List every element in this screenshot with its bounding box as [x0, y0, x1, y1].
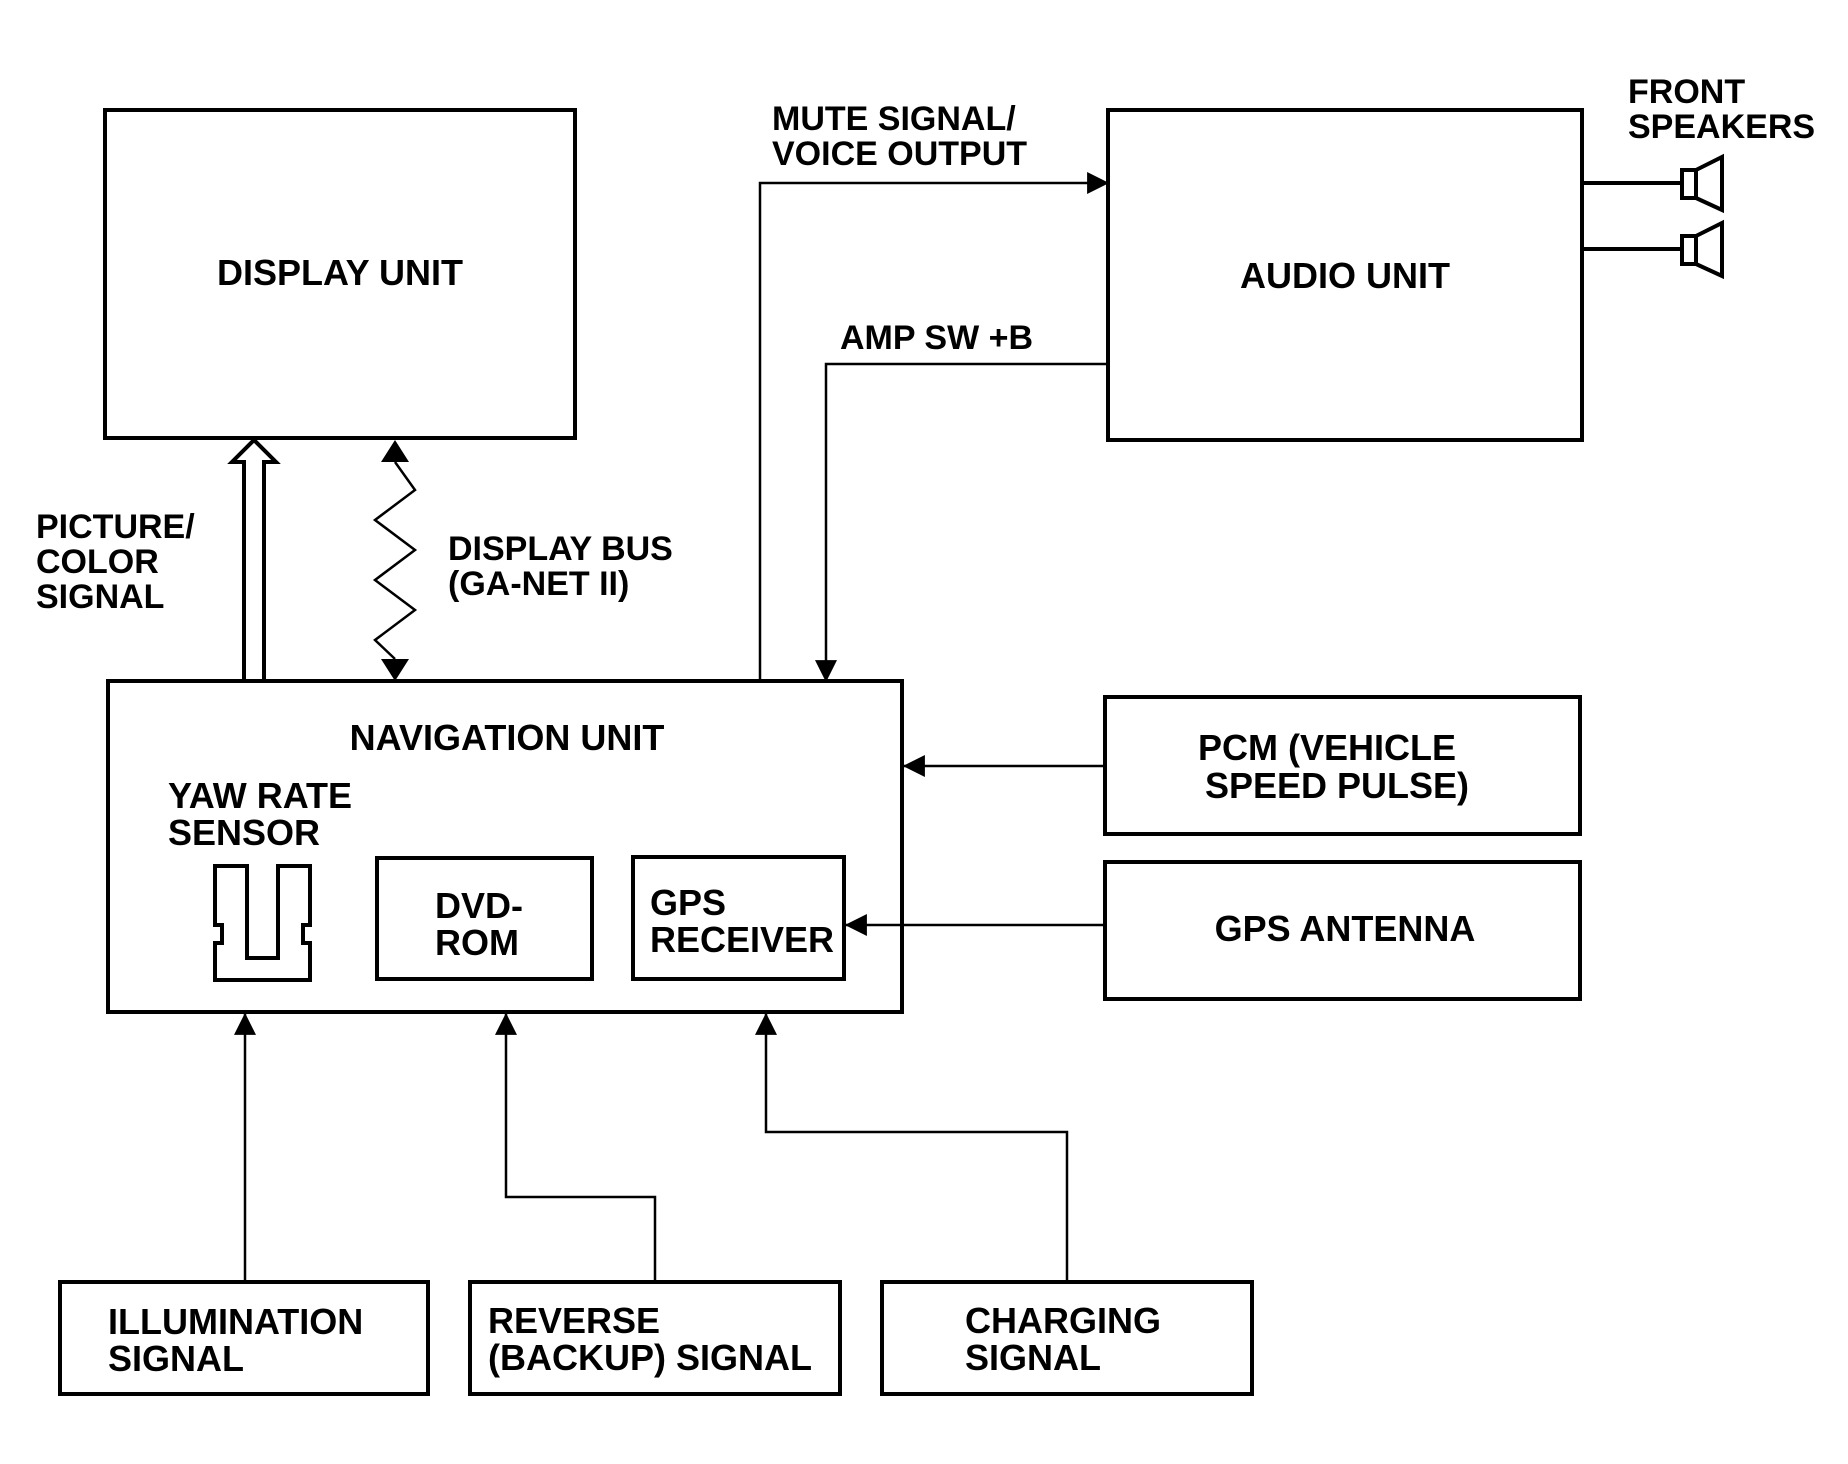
- picture-color-arrow: [227, 437, 281, 681]
- yaw-rate-sensor-label-line2: SENSOR: [168, 812, 320, 853]
- navigation-unit-label: NAVIGATION UNIT: [350, 717, 665, 758]
- pcm-label-line1: PCM (VEHICLE: [1198, 727, 1456, 768]
- charging-label-line2: SIGNAL: [965, 1337, 1101, 1378]
- speaker-icon: [1680, 153, 1724, 214]
- amp-sw-label: AMP SW +B: [840, 319, 1033, 357]
- audio-unit-box: AUDIO UNIT: [1106, 108, 1584, 442]
- dvd-rom-label-line1: DVD-: [435, 885, 523, 926]
- picture-color-label-line2: COLOR: [36, 543, 159, 581]
- illumination-label-line1: ILLUMINATION: [108, 1301, 363, 1342]
- charging-signal-box: CHARGING SIGNAL: [880, 1280, 1254, 1396]
- picture-color-label-line1: PICTURE/: [36, 508, 195, 546]
- dvd-rom-box: DVD- ROM: [375, 856, 594, 981]
- front-speakers-label-line2: SPEAKERS: [1628, 108, 1815, 146]
- display-bus-line: [372, 440, 418, 681]
- pcm-label-line2: SPEED PULSE): [1205, 765, 1469, 806]
- display-unit-box: DISPLAY UNIT: [103, 108, 577, 440]
- gps-receiver-label-line2: RECEIVER: [650, 919, 834, 960]
- illumination-label-line2: SIGNAL: [108, 1338, 244, 1379]
- charging-label-line1: CHARGING: [965, 1300, 1161, 1341]
- navigation-unit-box: NAVIGATION UNIT YAW RATE SENSOR DVD- ROM…: [106, 679, 904, 1014]
- gps-receiver-label-line1: GPS: [650, 882, 726, 923]
- yaw-rate-sensor-icon: [213, 864, 312, 982]
- display-bus-label-line1: DISPLAY BUS: [448, 530, 673, 568]
- yaw-rate-sensor-label-line1: YAW RATE: [168, 775, 352, 816]
- charging-line: [755, 1012, 1069, 1282]
- reverse-signal-box: REVERSE (BACKUP) SIGNAL: [468, 1280, 842, 1396]
- dvd-rom-label-line2: ROM: [435, 922, 519, 963]
- gps-antenna-label: GPS ANTENNA: [1215, 908, 1476, 949]
- speaker-icon: [1680, 219, 1724, 280]
- reverse-label-line1: REVERSE: [488, 1300, 660, 1341]
- reverse-label-line2: (BACKUP) SIGNAL: [488, 1337, 812, 1378]
- front-speakers-label-line1: FRONT: [1628, 73, 1745, 111]
- amp-sw-line: [815, 362, 1108, 683]
- audio-unit-label: AUDIO UNIT: [1240, 255, 1450, 296]
- mute-signal-label-line2: VOICE OUTPUT: [772, 135, 1027, 173]
- reverse-line: [495, 1012, 657, 1282]
- pcm-box: PCM (VEHICLE SPEED PULSE): [1103, 695, 1582, 836]
- display-unit-label: DISPLAY UNIT: [217, 252, 463, 293]
- picture-color-label-line3: SIGNAL: [36, 578, 164, 616]
- mute-signal-label-line1: MUTE SIGNAL/: [772, 100, 1016, 138]
- gps-antenna-box: GPS ANTENNA: [1103, 860, 1582, 1001]
- mute-signal-line: [758, 172, 1110, 681]
- illumination-signal-box: ILLUMINATION SIGNAL: [58, 1280, 430, 1396]
- gps-receiver-box: GPS RECEIVER: [631, 855, 846, 981]
- display-bus-label-line2: (GA-NET II): [448, 565, 629, 603]
